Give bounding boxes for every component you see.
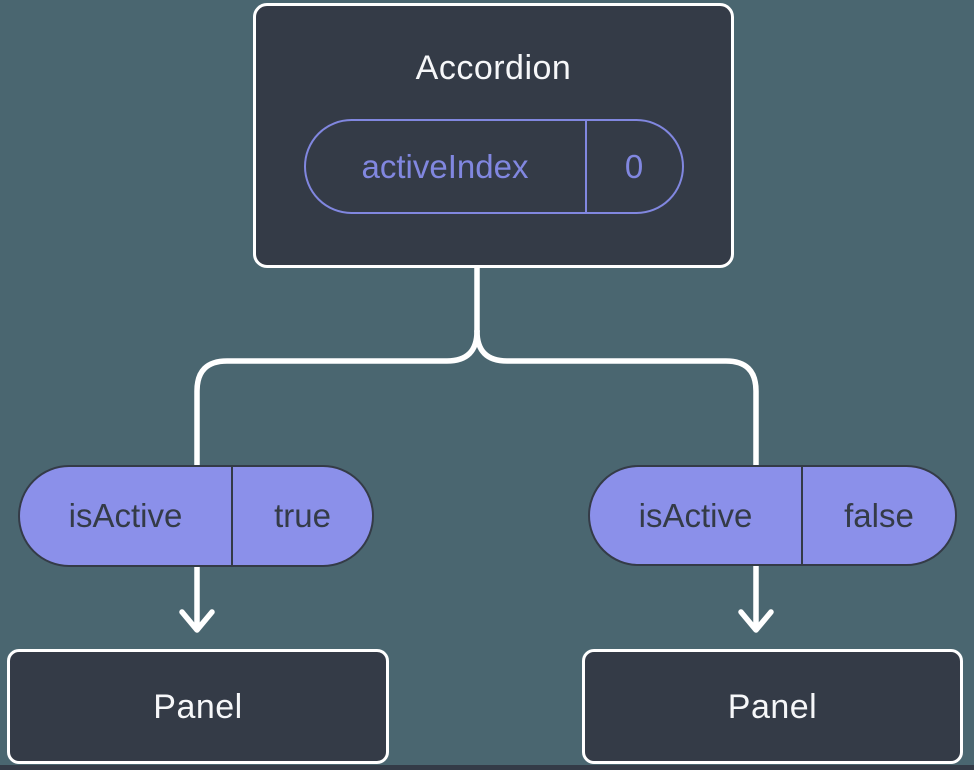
state-pill: activeIndex 0 [303,119,684,214]
branch-right-line [474,328,759,469]
cropped-bottom-element-edge [0,765,974,770]
prop-pill-left-name: isActive [20,467,233,565]
panel-right-title: Panel [727,687,818,726]
accordion-title: Accordion [415,49,572,87]
arrow-down-left-icon [179,563,215,633]
prop-pill-left: isActive true [18,465,374,567]
prop-pill-left-value: true [274,497,331,534]
prop-pill-right-name: isActive [590,467,803,564]
state-pill-name: activeIndex [306,121,587,212]
branch-left-line [194,328,480,469]
panel-left-title: Panel [153,687,243,726]
panel-node-left: Panel [7,649,389,764]
prop-pill-right-value: false [844,496,914,534]
arrow-down-right-icon [738,563,774,633]
panel-node-right: Panel [582,649,963,764]
prop-pill-right: isActive false [588,465,957,566]
state-pill-value: 0 [624,147,644,185]
accordion-node: Accordion activeIndex 0 [253,3,734,268]
